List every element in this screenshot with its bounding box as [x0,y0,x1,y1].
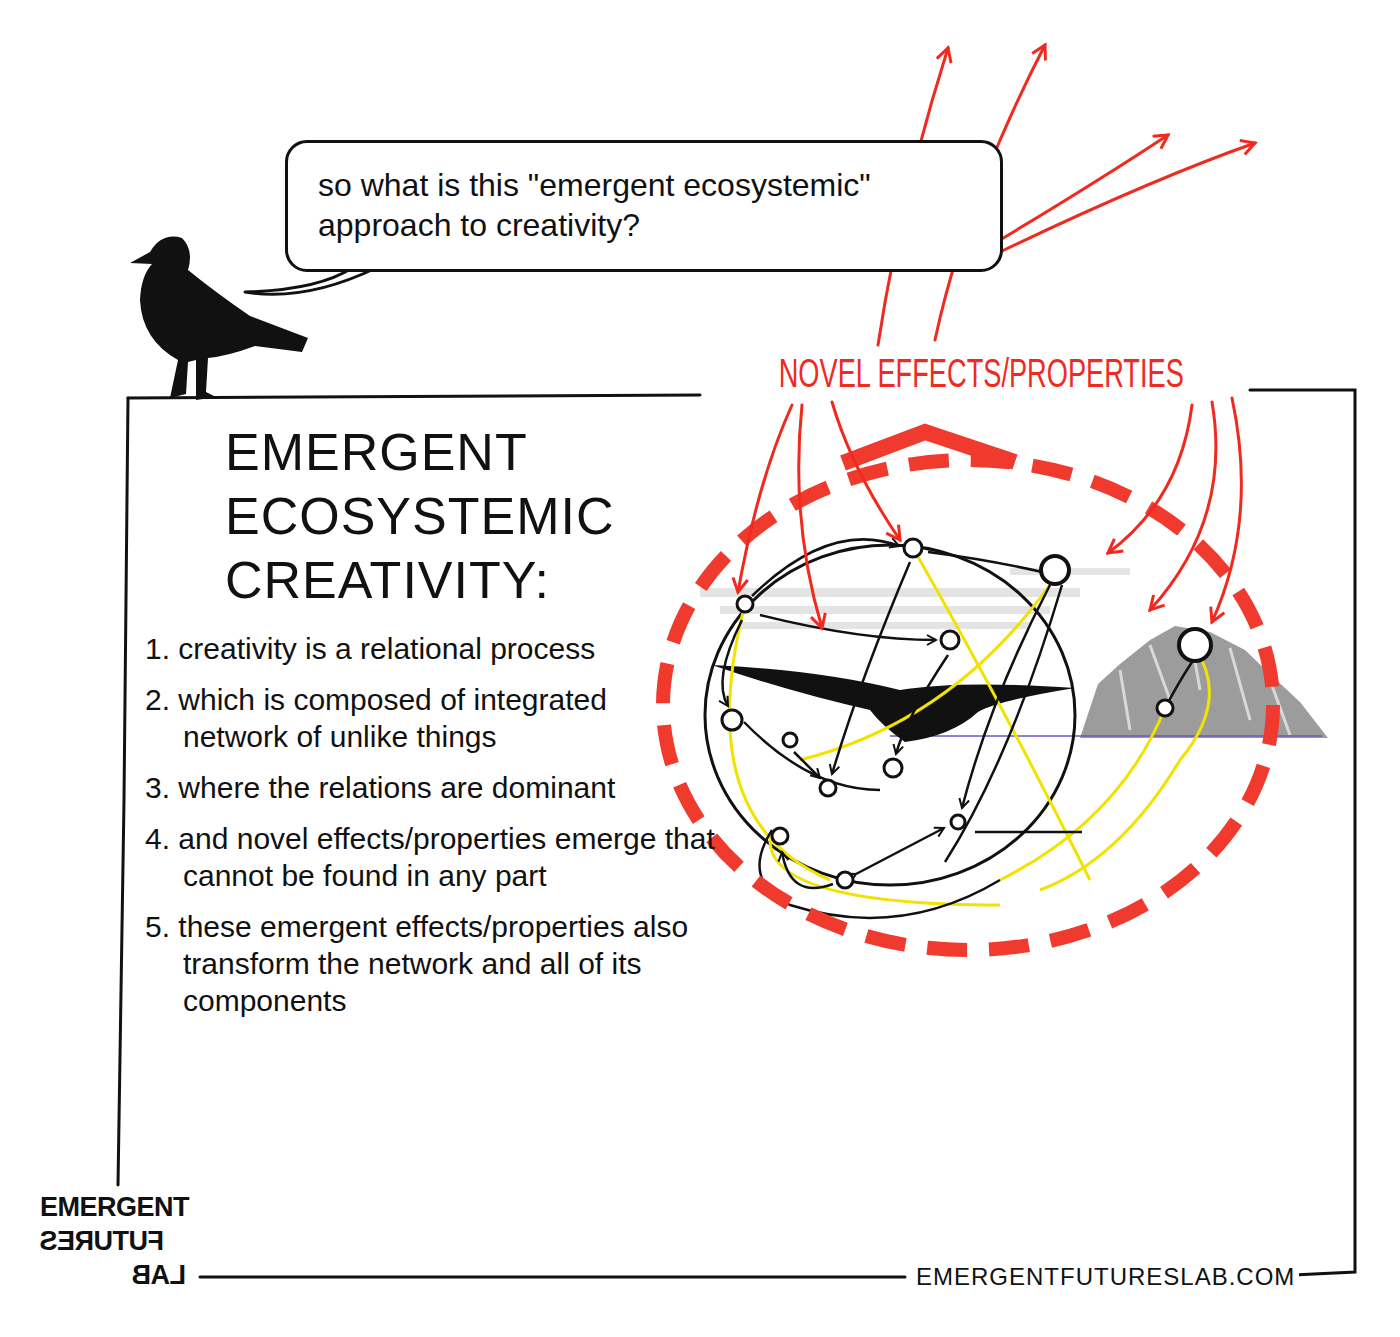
frame-panel: EMERGENT ECOSYSTEMIC CREATIVITY: 1. creat… [128,400,1355,1275]
list-item: 5. these emergent effects/properties als… [145,908,745,1019]
list-item: 4. and novel effects/properties emerge t… [145,820,745,894]
network-points [722,539,1211,888]
frame-lines [118,390,1355,1277]
crow-silhouette [130,237,308,400]
speech-bubble: so what is this "emergent ecosystemic" a… [285,140,1003,272]
list-item: 1. creativity is a relational process [145,630,650,667]
black-relations [722,539,1192,918]
logo-word-mirrored: FUTURES [40,1226,164,1256]
logo-word-mirrored: LAB [132,1260,186,1290]
feedback-arrows [738,398,1241,628]
emergence-label: NOVEL EFFECTS/PROPERTIES [776,350,1187,396]
website-url: EMERGENTFUTURESLAB.COM [912,1263,1299,1291]
speech-text: so what is this "emergent ecosystemic" a… [318,165,970,245]
bird-silhouette [712,665,1075,742]
panel-heading: EMERGENT ECOSYSTEMIC CREATIVITY: [225,420,645,612]
list-item: 3. where the relations are dominant [145,769,650,806]
logo-word: EMERGENT [40,1192,189,1222]
list-item: 2. which is composed of integrated netwo… [145,681,650,755]
network-boundary [705,545,1075,885]
yellow-relations [729,548,1209,905]
